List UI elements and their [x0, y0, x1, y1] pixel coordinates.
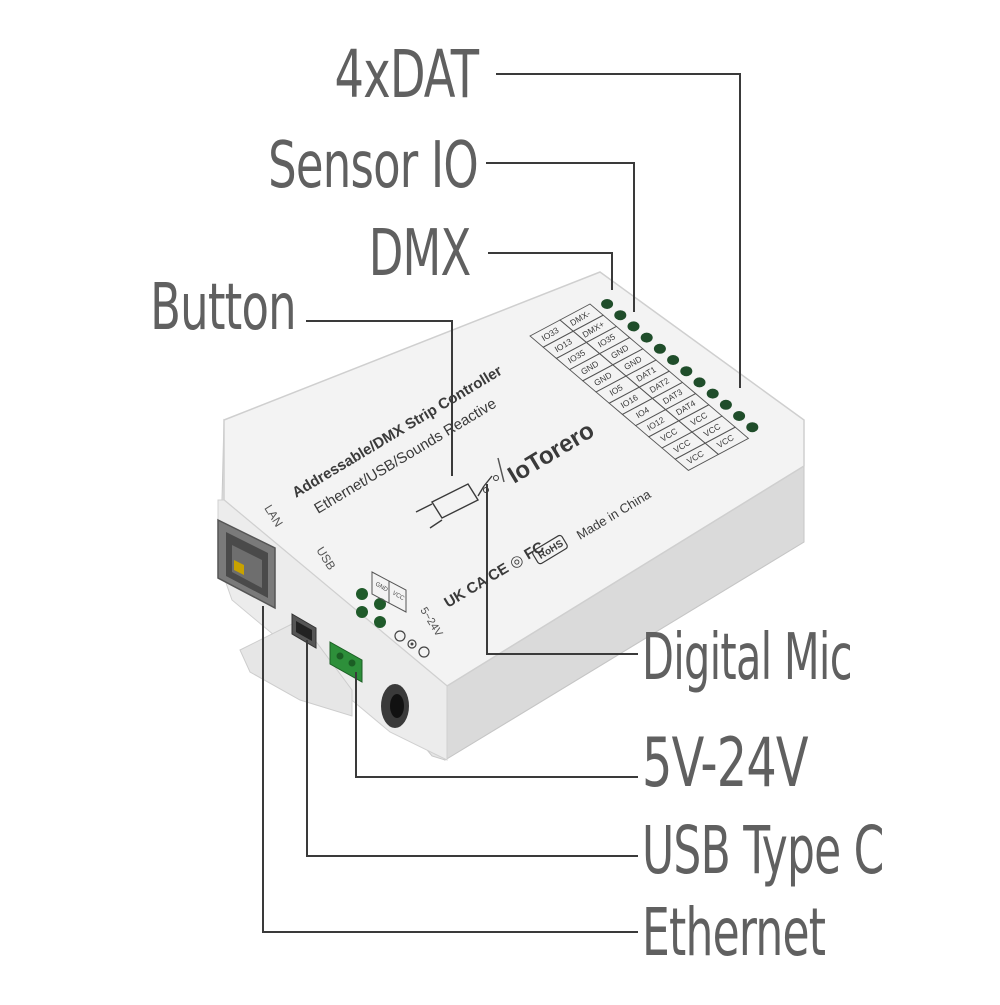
mic-hole-2 — [493, 475, 499, 481]
leader-ethernet — [262, 606, 638, 933]
leader-sensor-io — [486, 162, 635, 312]
power-terminal — [329, 641, 363, 683]
terminal-hole — [746, 422, 759, 433]
leader-power — [355, 672, 638, 778]
terminal-hole — [733, 411, 746, 421]
ethernet-port — [217, 518, 276, 610]
callout-dmx: DMX — [368, 217, 471, 291]
callout-ethernet: Ethernet — [642, 894, 826, 971]
callout-digital-mic: Digital Mic — [642, 621, 853, 695]
button-symbol — [415, 475, 493, 529]
terminal-label-vcc: VCC — [391, 591, 406, 603]
terminal-hole — [614, 310, 627, 321]
terminal-hole — [627, 321, 640, 332]
polarity-symbol — [394, 630, 430, 658]
leader-button — [306, 320, 453, 476]
sensor-terminal-label-box — [371, 571, 407, 613]
terminal-hole — [601, 299, 614, 309]
callout-button: Button — [150, 271, 297, 345]
leader-dmx — [488, 252, 613, 290]
callout-power: 5V-24V — [642, 724, 809, 803]
leader-usb — [306, 640, 638, 857]
dc-barrel-jack — [381, 684, 409, 728]
callout-4xdat: 4xDAT — [334, 36, 478, 113]
pin-cell — [704, 426, 750, 455]
sensor-terminal-holes — [356, 588, 386, 628]
terminal-hole — [706, 388, 719, 399]
terminal-hole-row — [601, 299, 759, 433]
terminal-hole — [693, 377, 706, 388]
leader-digital-mic — [486, 484, 638, 655]
leader-lines — [262, 73, 741, 933]
terminal-hole — [640, 332, 653, 343]
terminal-hole — [719, 399, 732, 410]
leader-4xdat — [496, 73, 741, 388]
terminal-hole — [667, 355, 680, 365]
callout-sensor-io: Sensor IO — [268, 129, 479, 203]
brand-divider — [497, 457, 505, 483]
usb-c-port — [291, 613, 317, 649]
callout-usb: USB Type C — [642, 812, 884, 889]
terminal-hole — [680, 366, 693, 377]
terminal-hole — [653, 343, 666, 354]
